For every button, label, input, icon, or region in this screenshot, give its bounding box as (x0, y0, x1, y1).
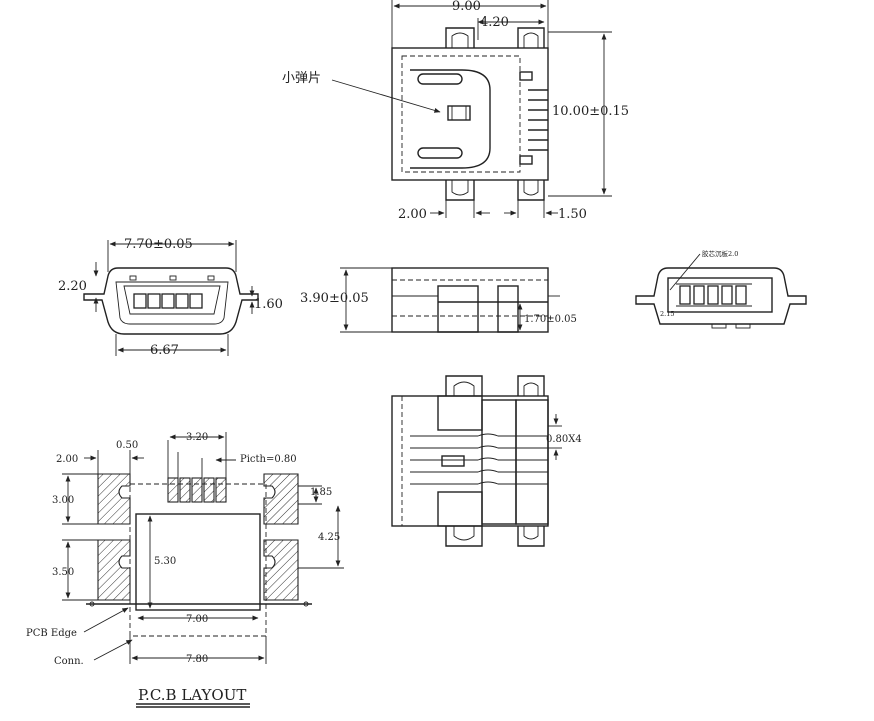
pcb-right-span-dim: 4.25 (318, 532, 340, 543)
front-right-height-dim: 1.60 (254, 297, 283, 312)
rear-small-dim: 2.15 (660, 310, 674, 318)
front-width-dim: 7.70±0.05 (124, 237, 193, 252)
bottom-view: 0.80X4 (391, 375, 582, 547)
pad-bottom-left (97, 539, 131, 601)
top-view: 9.00 4.20 (282, 0, 629, 222)
pcb-span-dim: 3.20 (186, 432, 208, 443)
front-view: 7.70±0.05 2.20 1.60 6.67 (58, 237, 283, 358)
side-view: 3.90±0.05 1.70±0.05 (300, 267, 577, 333)
top-length-dim: 10.00±0.15 (552, 104, 629, 119)
pcb-right-gap-dim: 1.85 (310, 487, 332, 498)
bottom-pitch-dim: 0.80X4 (546, 434, 582, 445)
tab-right-dim: 1.50 (558, 207, 587, 222)
bottom-contacts (410, 433, 548, 485)
pcb-pad-h2-dim: 3.50 (52, 567, 74, 578)
pcb-pad-h1-dim: 3.00 (52, 495, 74, 506)
pcb-slot-dim: 0.50 (116, 440, 138, 451)
pad-top-left (97, 473, 131, 525)
rear-view: 胶芯沉板2.0 2.15 (635, 249, 807, 329)
side-offset-dim: 1.70±0.05 (524, 314, 577, 325)
front-bottom-width-dim: 6.67 (150, 343, 179, 358)
top-width-dim: 9.00 (452, 0, 481, 14)
top-pins (519, 71, 548, 165)
conn-label: Conn. (54, 656, 84, 667)
spring-label: 小弹片 (282, 71, 321, 86)
rear-note: 胶芯沉板2.0 (702, 249, 738, 258)
pcb-edge-label: PCB Edge (26, 628, 77, 639)
pcb-pitch-label: Picth=0.80 (240, 454, 297, 465)
pcb-layout-title: P.C.B LAYOUT (138, 686, 246, 704)
pad-top-right (263, 473, 299, 525)
pcb-layout: 2.00 0.50 3.20 Picth=0.80 3.00 3.50 1.85… (26, 432, 344, 708)
tab-left-dim: 2.00 (398, 207, 427, 222)
pcb-inner-width-dim: 7.00 (186, 614, 208, 625)
pcb-outer-width-dim: 7.80 (186, 654, 208, 665)
side-height-dim: 3.90±0.05 (300, 291, 369, 306)
front-left-height-dim: 2.20 (58, 279, 87, 294)
pad-bottom-right (263, 539, 299, 601)
top-pitch-dim: 4.20 (480, 15, 509, 30)
pcb-pad-width-dim: 2.00 (56, 454, 78, 465)
pcb-inner-height-dim: 5.30 (154, 556, 176, 567)
